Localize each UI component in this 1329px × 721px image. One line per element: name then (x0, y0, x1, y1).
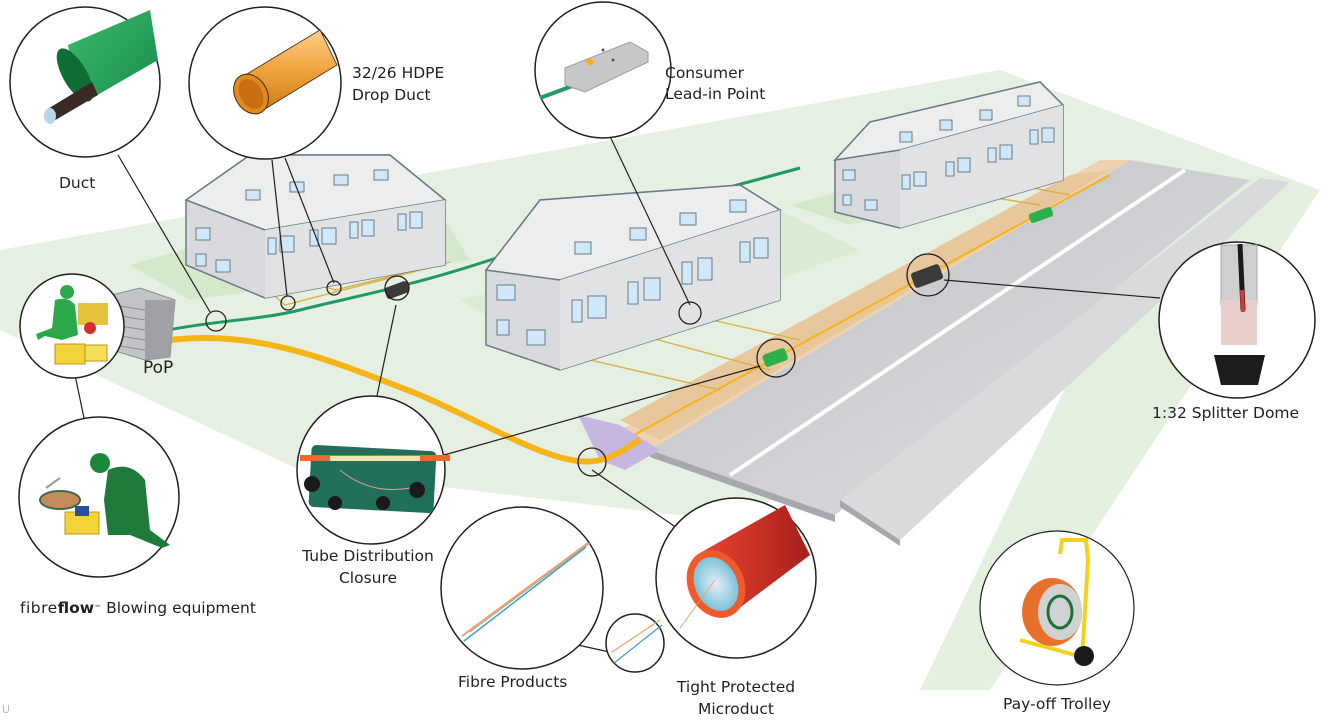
pop-cabinet (111, 287, 176, 361)
splitter-dome-icon (1214, 243, 1265, 385)
callout-trolley (979, 530, 1135, 686)
label-lead-in-line2: Lead-in Point (665, 85, 766, 103)
callout-fibre (440, 506, 665, 673)
label-pop: PoP (143, 358, 174, 378)
label-microduct-line1: Tight Protected (676, 678, 796, 696)
green-duct-icon (44, 10, 158, 124)
closure-icon (300, 445, 450, 513)
callout-lead-in (534, 1, 672, 139)
label-splitter: 1:32 Splitter Dome (1152, 404, 1300, 422)
building-2 (484, 184, 782, 371)
label-closure-line2: Closure (338, 569, 398, 587)
map-markers (205, 253, 950, 477)
callout-splitter (1158, 241, 1316, 399)
label-trolley: Pay-off Trolley (1003, 695, 1112, 713)
brand-flow: flow (57, 599, 95, 617)
trademark-symbol: ™ (94, 604, 102, 612)
fibre-strands-icon (461, 542, 591, 642)
building-1 (184, 154, 447, 299)
road-closures (384, 207, 1054, 367)
label-fibre: Fibre Products (458, 673, 568, 691)
trench (578, 170, 1111, 470)
label-lead-in-line1: Consumer (665, 64, 745, 82)
callout-blowing (18, 416, 180, 578)
callout-drop-duct (188, 6, 342, 160)
corner-mark: U (2, 703, 11, 716)
worker-icon (39, 453, 170, 548)
brand-fibre: fibre (20, 599, 58, 617)
label-drop-duct-line2: Drop Duct (352, 86, 431, 104)
label-blowing-text: Blowing equipment (106, 599, 256, 617)
callout-pop-worker (19, 273, 125, 379)
trolley-icon (1019, 538, 1094, 666)
leader-lines (74, 129, 1161, 654)
label-blowing: fibreflow™ Blowing equipment (20, 597, 256, 619)
callout-microduct (655, 497, 817, 659)
worker-icon-small (36, 285, 108, 365)
microduct-icon (679, 505, 810, 629)
label-drop-duct-line1: 32/26 HDPE (352, 64, 445, 82)
building-3 (832, 81, 1065, 229)
label-duct: Duct (59, 174, 96, 192)
callout-closure (296, 395, 450, 545)
label-closure-line1: Tube Distribution (302, 547, 434, 565)
label-microduct-line2: Microduct (698, 700, 774, 718)
callout-duct (9, 6, 161, 158)
lead-in-box-icon (539, 41, 649, 100)
orange-duct-icon (233, 29, 338, 115)
